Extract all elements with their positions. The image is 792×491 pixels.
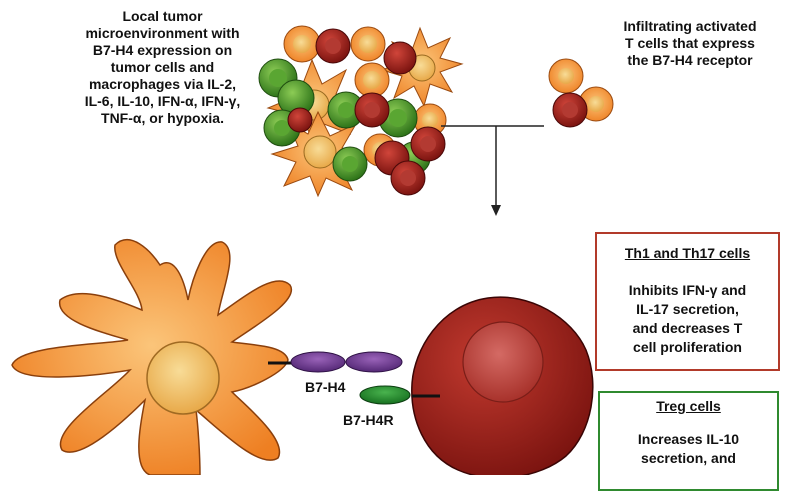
th-box-title: Th1 and Th17 cells bbox=[624, 245, 751, 261]
treg-box-title: Treg cells bbox=[656, 398, 721, 414]
t-cell-large-illustration bbox=[411, 296, 594, 475]
treg-box-body: Increases IL-10 secretion, and bbox=[637, 431, 740, 466]
microenvironment-description: Local tumor microenvironment with B7-H4 … bbox=[84, 8, 241, 126]
b7h4r-label: B7-H4R bbox=[343, 412, 394, 428]
macrophage-large-illustration bbox=[11, 238, 293, 475]
treg-effect-box: Treg cells Increases IL-10 secretion, an… bbox=[598, 391, 779, 491]
b7h4r-receptor-illustration bbox=[359, 385, 440, 405]
infiltrating-t-cells-description: Infiltrating activated T cells that expr… bbox=[623, 18, 757, 68]
th1-th17-effect-box: Th1 and Th17 cells Inhibits IFN-γ and IL… bbox=[595, 232, 780, 371]
infiltrating-t-cells-illustration bbox=[548, 58, 614, 128]
diagram-artwork bbox=[11, 25, 614, 475]
b7h4-ligand-illustration bbox=[268, 351, 403, 373]
flow-arrow bbox=[441, 125, 544, 216]
tumor-cluster-illustration bbox=[258, 25, 464, 198]
th-box-body: Inhibits IFN-γ and IL-17 secretion, and … bbox=[628, 282, 747, 355]
b7h4-label: B7-H4 bbox=[305, 379, 346, 395]
